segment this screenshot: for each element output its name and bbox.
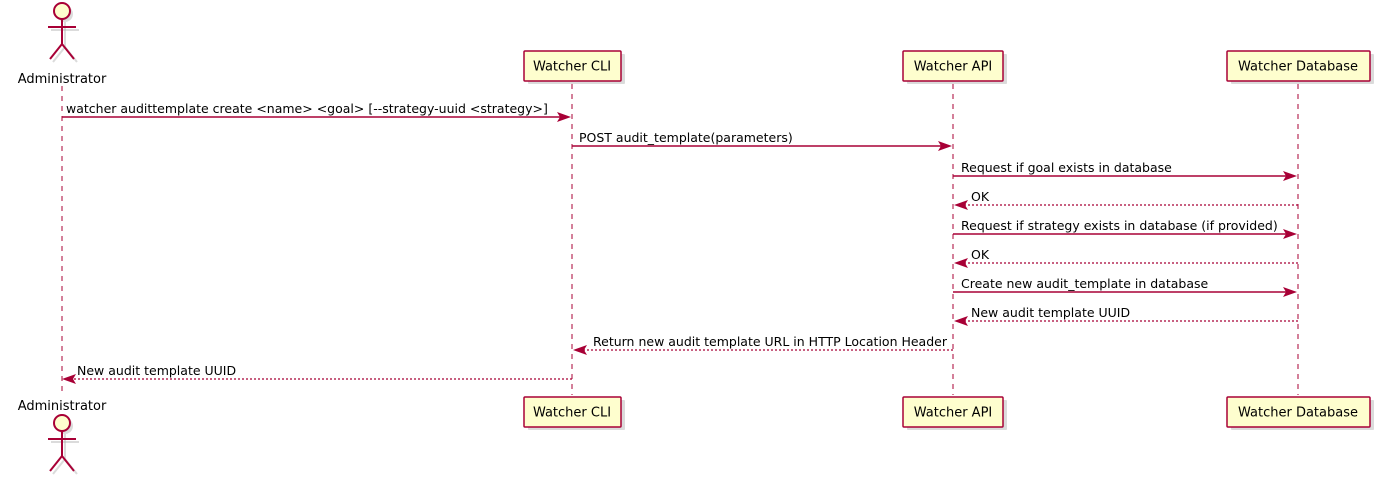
- message-9-arrowhead: [573, 345, 587, 355]
- message-5[interactable]: Request if strategy exists in database (…: [953, 218, 1297, 239]
- participant-rect: [523, 50, 622, 82]
- message-3-arrowhead: [1283, 171, 1297, 181]
- actor-head-icon: [53, 414, 71, 432]
- message-3[interactable]: Request if goal exists in database: [953, 160, 1297, 181]
- actor-label-administrator-bottom: Administrator: [18, 399, 107, 414]
- message-5-arrowhead: [1283, 229, 1297, 239]
- message-1-arrowhead: [557, 112, 571, 122]
- participant-box-watcher-cli-top[interactable]: Watcher CLI: [523, 50, 625, 84]
- message-4-arrowhead: [954, 200, 968, 210]
- participant-box-watcher-database-top[interactable]: Watcher Database: [1226, 50, 1374, 84]
- participant-box-watcher-cli-bottom[interactable]: Watcher CLI: [523, 396, 625, 430]
- message-7-label: Create new audit_template in database: [961, 276, 1208, 291]
- actor-label-administrator-top: Administrator: [18, 72, 107, 87]
- message-5-label: Request if strategy exists in database (…: [961, 218, 1278, 233]
- participant-label-watcher-cli-top: Watcher CLI: [533, 60, 611, 75]
- message-8-arrowhead: [954, 316, 968, 326]
- actor-leg-left-icon: [49, 43, 63, 60]
- participant-label-watcher-api-bottom: Watcher API: [914, 406, 993, 421]
- message-4-label: OK: [971, 189, 990, 204]
- message-10[interactable]: New audit template UUID: [62, 363, 572, 384]
- message-8[interactable]: New audit template UUID: [954, 305, 1298, 326]
- participant-box-watcher-database-bottom[interactable]: Watcher Database: [1226, 396, 1374, 430]
- participant-label-watcher-database-top: Watcher Database: [1238, 60, 1358, 75]
- message-10-label: New audit template UUID: [77, 363, 236, 378]
- participant-rect: [902, 396, 1004, 428]
- participant-rect: [902, 50, 1004, 82]
- message-9-label: Return new audit template URL in HTTP Lo…: [593, 334, 948, 349]
- message-3-label: Request if goal exists in database: [961, 160, 1172, 175]
- message-2-arrowhead: [938, 141, 952, 151]
- participant-label-watcher-api-top: Watcher API: [914, 60, 993, 75]
- participant-label-watcher-database-bottom: Watcher Database: [1238, 406, 1358, 421]
- message-1[interactable]: watcher audittemplate create <name> <goa…: [62, 101, 571, 122]
- message-8-label: New audit template UUID: [971, 305, 1130, 320]
- message-1-label: watcher audittemplate create <name> <goa…: [66, 101, 548, 116]
- message-10-arrowhead: [62, 374, 76, 384]
- participant-rect: [523, 396, 622, 428]
- actor-head-icon: [53, 2, 71, 20]
- message-9[interactable]: Return new audit template URL in HTTP Lo…: [573, 334, 953, 355]
- participant-box-watcher-api-bottom[interactable]: Watcher API: [902, 396, 1007, 430]
- message-6-arrowhead: [954, 258, 968, 268]
- participant-box-watcher-api-top[interactable]: Watcher API: [902, 50, 1007, 84]
- participant-rect: [1226, 50, 1371, 82]
- lifelines: [61, 84, 1299, 395]
- message-4[interactable]: OK: [954, 189, 1298, 210]
- message-6-label: OK: [971, 247, 990, 262]
- message-7[interactable]: Create new audit_template in database: [953, 276, 1297, 297]
- actor-leg-left-icon: [49, 455, 63, 472]
- message-2[interactable]: POST audit_template(parameters): [572, 130, 952, 151]
- actor-leg-right-icon: [61, 455, 75, 472]
- participant-rect: [1226, 396, 1371, 428]
- actor-leg-right-icon: [61, 43, 75, 60]
- actor-administrator-top[interactable]: Administrator: [18, 2, 107, 87]
- message-6[interactable]: OK: [954, 247, 1298, 268]
- participant-label-watcher-cli-bottom: Watcher CLI: [533, 406, 611, 421]
- message-2-label: POST audit_template(parameters): [579, 130, 793, 145]
- message-7-arrowhead: [1283, 287, 1297, 297]
- actor-administrator-bottom[interactable]: Administrator: [18, 399, 107, 475]
